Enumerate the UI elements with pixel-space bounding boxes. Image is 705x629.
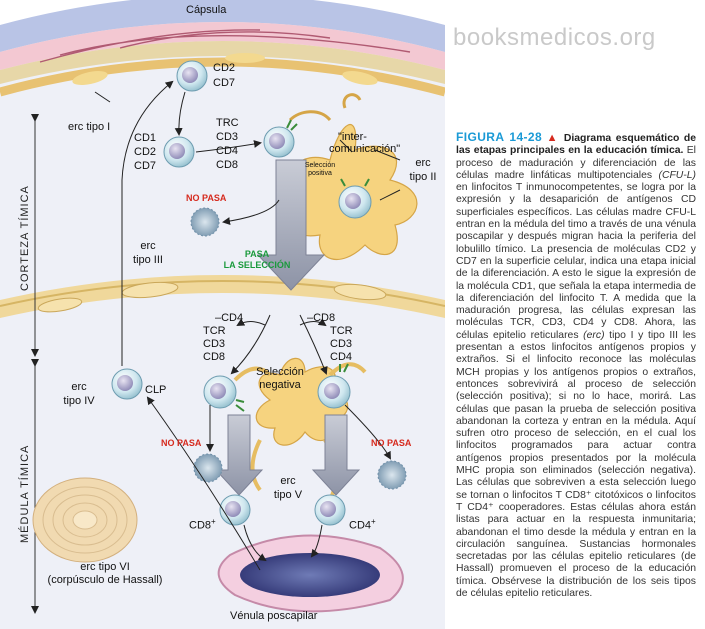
erc-type-vi-label-1: erc tipo VI (80, 561, 130, 573)
caption-cful: (CFU-L) (658, 169, 696, 181)
dying-cell-medulla-right (377, 460, 407, 490)
erc-type-v-label-2: tipo V (273, 489, 303, 501)
intercommunication-label-2: comunicación" (329, 143, 401, 155)
intercommunication-label-1: "inter- (338, 131, 367, 143)
cd3-label: CD3 (216, 131, 239, 143)
positive-selection-label-2: positiva (308, 170, 332, 177)
diagram-artwork (0, 0, 445, 629)
pass-selection-label-2: LA SELECCIÓN (223, 260, 291, 270)
cd2-label-b: CD2 (134, 146, 157, 158)
cd1-label: CD1 (134, 132, 157, 144)
figure-number: FIGURA 14-28 (456, 130, 543, 144)
cd3-right-label: CD3 (330, 338, 353, 350)
negative-selection-label-1: Selección (256, 366, 304, 378)
medulla-axis-label: MÉDULA TÍMICA (19, 444, 31, 543)
capsule-label: Cápsula (186, 4, 227, 16)
cd4-plus-label: CD4+ (349, 517, 376, 532)
minus-cd8-label: –CD8 (307, 312, 336, 324)
triangle-icon: ▲ (546, 132, 560, 144)
clp-label: CLP (145, 384, 167, 396)
pass-selection-label-1: PASA (244, 249, 270, 259)
cd3-left-label: CD3 (203, 338, 226, 350)
trc-label: TRC (216, 117, 239, 129)
cortex-axis-label: CORTEZA TÍMICA (19, 185, 31, 291)
cd7-label: CD7 (213, 77, 236, 89)
cd8-left-label: CD8 (203, 351, 226, 363)
thymic-education-diagram: Cápsula CD2 CD7 erc tipo I CD1 CD2 CD7 T… (0, 0, 445, 629)
cd4-label: CD4 (216, 145, 239, 157)
caption-title: Diagrama esquemático de las etapas princ… (456, 133, 697, 157)
erc-type-iv-label-1: erc (71, 381, 87, 393)
tcr-right-label: TCR (330, 325, 353, 337)
cd8-label: CD8 (216, 159, 239, 171)
erc-type-iv-label-2: tipo IV (63, 395, 95, 407)
lymphocyte-clp (111, 368, 143, 400)
positive-selection-label-1: Selección (304, 162, 336, 169)
caption-text-1: El proceso de maduración y diferenciació… (456, 145, 696, 181)
lymphocyte-cd2-cd7 (176, 60, 208, 92)
dying-cell-medulla-left (193, 453, 223, 483)
lymphocyte-cd8-plus (219, 494, 251, 526)
cd8-plus-label: CD8+ (189, 517, 216, 532)
erc-type-iii-label-1: erc (140, 240, 156, 252)
erc-type-v-label-1: erc (280, 475, 296, 487)
lymphocyte-medulla-right (317, 363, 351, 409)
erc-type-i-label: erc tipo I (68, 121, 111, 133)
caption-text-3: tipo I y tipo III les presentan a estos … (456, 329, 696, 599)
dying-cell-cortex (190, 207, 220, 237)
erc-type-ii-label-2: tipo II (409, 171, 437, 183)
lymphocyte-trc (263, 119, 298, 158)
erc-type-iii-label-2: tipo III (133, 254, 163, 266)
corticomedullary-boundary (0, 275, 445, 318)
negative-selection-label-2: negativa (259, 379, 301, 391)
lymphocyte-cd1 (163, 136, 195, 168)
no-pass-label-medulla-right: NO PASA (371, 438, 412, 448)
caption-text-2: en linfocitos T inmunocompetentes, se lo… (456, 182, 696, 341)
pathway-arrows (94, 80, 401, 571)
figure-caption: FIGURA 14-28 ▲ Diagrama esquemático de l… (456, 131, 696, 600)
venule-label: Vénula poscapilar (230, 610, 318, 622)
lymphocyte-cd4-plus (314, 494, 346, 526)
capsule-band (0, 0, 445, 52)
minus-cd4-label: –CD4 (215, 312, 244, 324)
erc-type-vi-label-2: (corpúsculo de Hassall) (47, 574, 163, 586)
hassall-corpuscle (32, 477, 138, 563)
cd4-right-label: CD4 (330, 351, 353, 363)
cd2-label: CD2 (213, 62, 236, 74)
no-pass-label-medulla-left: NO PASA (161, 438, 202, 448)
erc-type-ii-label-1: erc (415, 157, 431, 169)
cd7-label-b: CD7 (134, 160, 157, 172)
lymphocyte-positive-selection (338, 178, 372, 219)
tcr-left-label: TCR (203, 325, 226, 337)
caption-erc: (erc) (583, 329, 605, 341)
watermark: booksmedicos.org (453, 24, 656, 51)
lymphocyte-medulla-left (203, 375, 245, 412)
no-pass-label-cortex: NO PASA (186, 193, 227, 203)
